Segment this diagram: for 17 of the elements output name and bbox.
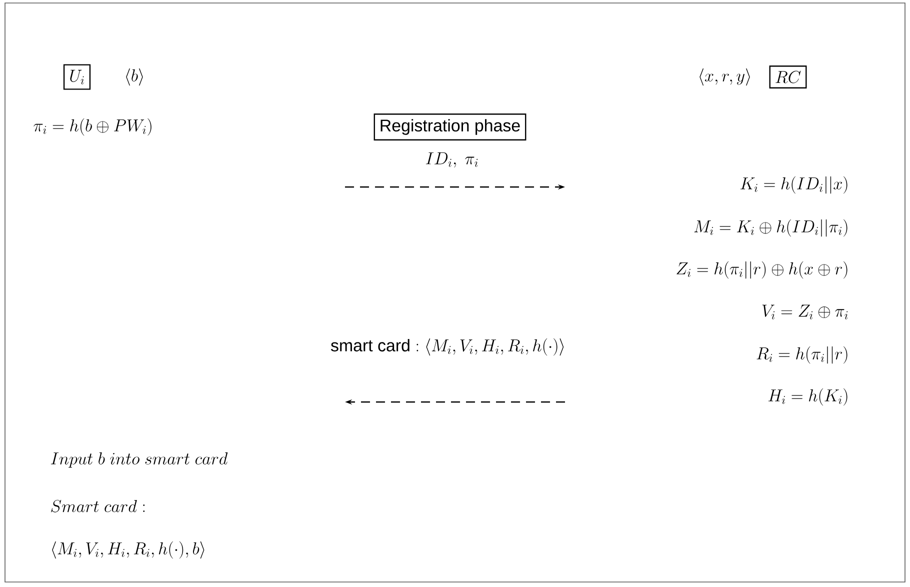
formula: $H_i = h(K_i)$ xyxy=(768,388,848,406)
formula: $R_i = h(\pi_i||r)$ xyxy=(756,346,848,364)
formula: $\langle b\rangle$ xyxy=(126,68,143,86)
formula: $Input\ b\ into\ smart\ card$ xyxy=(50,452,228,468)
entity-box: $RC$ xyxy=(769,66,807,88)
formula: $\langle x,r,y\rangle$ xyxy=(700,68,750,86)
phase-box: Registration phase xyxy=(374,114,526,140)
formula: $Smart\ card:$ xyxy=(51,500,145,512)
formula: $V_i = Z_i \oplus \pi_i$ xyxy=(762,304,848,320)
formula: $Z_i = h(\pi_i||r) \oplus h(x \oplus r)$ xyxy=(676,261,848,279)
message-label: $ID_i,\ \pi_i$ xyxy=(426,152,478,168)
entity-box: $U_i$ xyxy=(63,64,91,90)
formula: $M_i = K_i \oplus h(ID_i||\pi_i)$ xyxy=(694,219,848,237)
formula: $K_i = h(ID_i||x)$ xyxy=(740,176,848,194)
formula: $\langle M_i,V_i,H_i,R_i,h(\cdot),b\rangle$ xyxy=(52,541,204,559)
formula: $\pi_i = h(b \oplus PW_i)$ xyxy=(34,118,152,136)
message-label: $\mathrm{smart\ card}:\langle M_i,V_i,H_i,R_i,h(\cdot)\rangle$ xyxy=(330,338,564,356)
